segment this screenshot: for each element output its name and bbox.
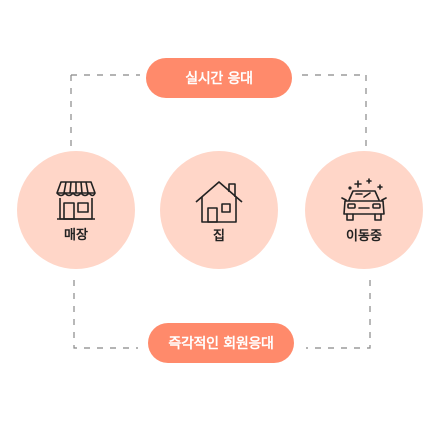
- house-icon: [195, 180, 243, 223]
- node-store-label: 매장: [64, 227, 88, 243]
- realtime-response-label: 실시간 응대: [185, 71, 253, 87]
- instant-member-response-label: 즉각적인 회원응대: [168, 336, 274, 352]
- car-icon: [341, 177, 387, 221]
- store-icon: [56, 180, 96, 220]
- node-moving-label: 이동중: [346, 228, 382, 244]
- node-moving: 이동중: [305, 151, 423, 269]
- node-store: 매장: [17, 151, 135, 269]
- realtime-response-pill: 실시간 응대: [146, 58, 292, 98]
- node-home-label: 집: [213, 228, 225, 244]
- instant-member-response-pill: 즉각적인 회원응대: [148, 323, 294, 363]
- node-home: 집: [160, 151, 278, 269]
